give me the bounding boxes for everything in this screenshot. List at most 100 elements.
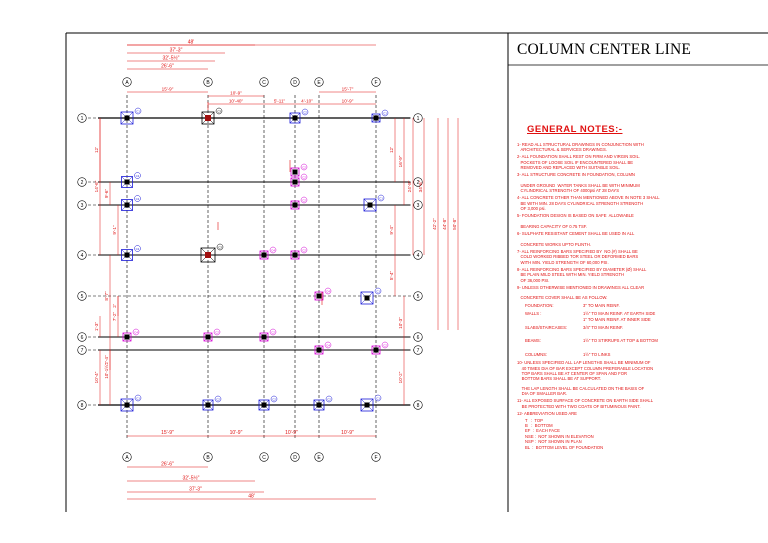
column-tag [324,341,332,349]
grid-label-left-6: 6 [81,335,84,341]
abbr-1: T : TOP [525,417,543,423]
column-tag [374,394,382,402]
column-tag-label: C1 [136,174,140,178]
dim-label-left: 2' [112,304,117,308]
grid-label-right-3: 3 [417,203,420,209]
grid-bubble-bottom-E [314,452,324,462]
column-tag-label: C2 [271,331,275,335]
dim-label-right: 12' [389,147,394,153]
dim-label-bottom: 10'-9" [285,430,298,436]
grid-label-top-F: F [374,80,377,86]
column-tag [324,287,332,295]
note-4: 4- ALL CONCRETE OTHER THAN MENTIONED ABO… [517,195,660,212]
grid-bubble-bottom-B [203,452,213,462]
grid-label-bottom-F: F [374,455,377,461]
grid-label-left-3: 3 [81,203,84,209]
note-11: 11- ALL EXPOSED SURFACE OF CONCRETE ON E… [517,398,654,409]
column-core [124,179,130,185]
abbr-6: BL : BOTTOM LEVEL OF FOUNDATION [525,444,604,450]
column-tag [215,107,223,115]
column-outline [200,247,216,263]
column-core-c3 [205,115,211,121]
column-core [124,252,130,258]
grid-bubble-right-7 [413,345,423,355]
dim-label-top-2: 32'-5½" [163,55,180,62]
grid-bubble-right-2 [413,177,423,187]
dim-label-bottom-total: 32'-5½" [183,475,200,482]
column-tag-label: C4 [326,344,330,348]
column-tag-label: C2 [303,111,307,115]
column-tag-label: C2 [302,249,306,253]
abbr-5: NSP : NOT SHOWN IN PLAN [525,439,582,445]
dim-label-left: 10'-4" [94,371,99,383]
dim-label-bottom-total: 48' [248,494,255,500]
grid-label-right-5: 5 [417,294,420,300]
column-outline [121,176,133,188]
dim-label-bottom-total: 37'-3" [189,487,202,493]
dim-label-left: 12' [94,147,99,153]
column-core [205,402,211,408]
dim-label-left: 8'-7" [104,291,109,301]
grid-bubble-bottom-A [122,452,132,462]
column-outline [202,399,214,411]
grid-label-left-8: 8 [81,403,84,409]
sheet-title: COLUMN CENTER LINE [517,41,692,58]
column-core [261,252,267,258]
column-tag [300,163,308,171]
dim-label-right: 10'-3" [398,317,403,329]
dim-label-top-1: 37'-3" [170,48,183,54]
grid-label-right-8: 8 [417,403,420,409]
column-tag [134,172,141,179]
column-outline [289,112,301,124]
grid-label-right-1: 1 [417,116,420,122]
grid-bubble-C [259,77,269,87]
column-tag [269,328,277,336]
grid-bubble-B [203,77,213,87]
grid-label-left-1: 1 [81,116,84,122]
column-outline [314,345,324,355]
cover-table: FOUNDATION:3" TO MAIN REINF. WALLS :1½" … [525,303,703,357]
column-outline [122,332,132,342]
dim-label-right: 5'-4" [389,271,394,281]
cover-row: FOUNDATION:3" TO MAIN REINF. [525,303,703,308]
note-3: 3- ALL STRUCTURE CONCRETE IN FOUNDATION,… [517,172,640,194]
column-outline [259,250,269,260]
grid-bubble-7 [77,345,87,355]
dim-label-right: 50'-8" [452,218,457,230]
note-1: 1- READ ALL STRUCTURAL DRAWINGS IN CONJU… [517,142,644,153]
grid-label-bottom-B: B [206,455,210,461]
dim-label-bottom: 10'-9" [341,430,354,436]
column-tag [134,245,141,252]
grid-label-bottom-A: A [125,455,129,461]
column-core [316,402,322,408]
column-outline [371,113,381,123]
cover-value: 1½" TO MAIN REINF. AT EARTH SIDE 1" TO M… [583,311,656,322]
cover-value: 1½" TO STIRRUPS AT TOP & BOTTOM [583,338,658,344]
grid-bubble-2 [77,177,87,187]
column-tag [381,341,389,349]
cover-row: SLABS/STAIRCASES:3/4" TO MAIN REINF. [525,325,703,330]
cover-item: COLUMNS: [525,351,548,357]
column-core [316,293,322,299]
column-tag-label: C2 [302,166,306,170]
column-tag [214,395,222,403]
dim-label-right: 10'-2" [398,371,403,383]
column-core [316,347,322,353]
grid-label-bottom-D: D [293,455,297,461]
column-outline [314,291,324,301]
column-tag [132,328,140,336]
note-10b: THE LAP LENGTH SHALL BE CALCULATED ON TH… [521,385,645,397]
column-outline [259,332,269,342]
column-tag-label: C3 [218,246,222,250]
dim-label-right: 24'-8" [407,180,412,192]
cover-item: SLABS/STAIRCASES: [525,324,568,330]
column-tag [300,246,308,254]
cover-row: BEAMS:1½" TO STIRRUPS AT TOP & BOTTOM [525,338,703,343]
column-outline [258,399,270,411]
abbr-2: B : BOTTOM [525,423,553,428]
grid-bubble-right-4 [413,250,423,260]
grid-label-top-E: E [317,80,321,86]
column-core [373,115,379,121]
column-outline [290,250,300,260]
column-outline [313,399,325,411]
